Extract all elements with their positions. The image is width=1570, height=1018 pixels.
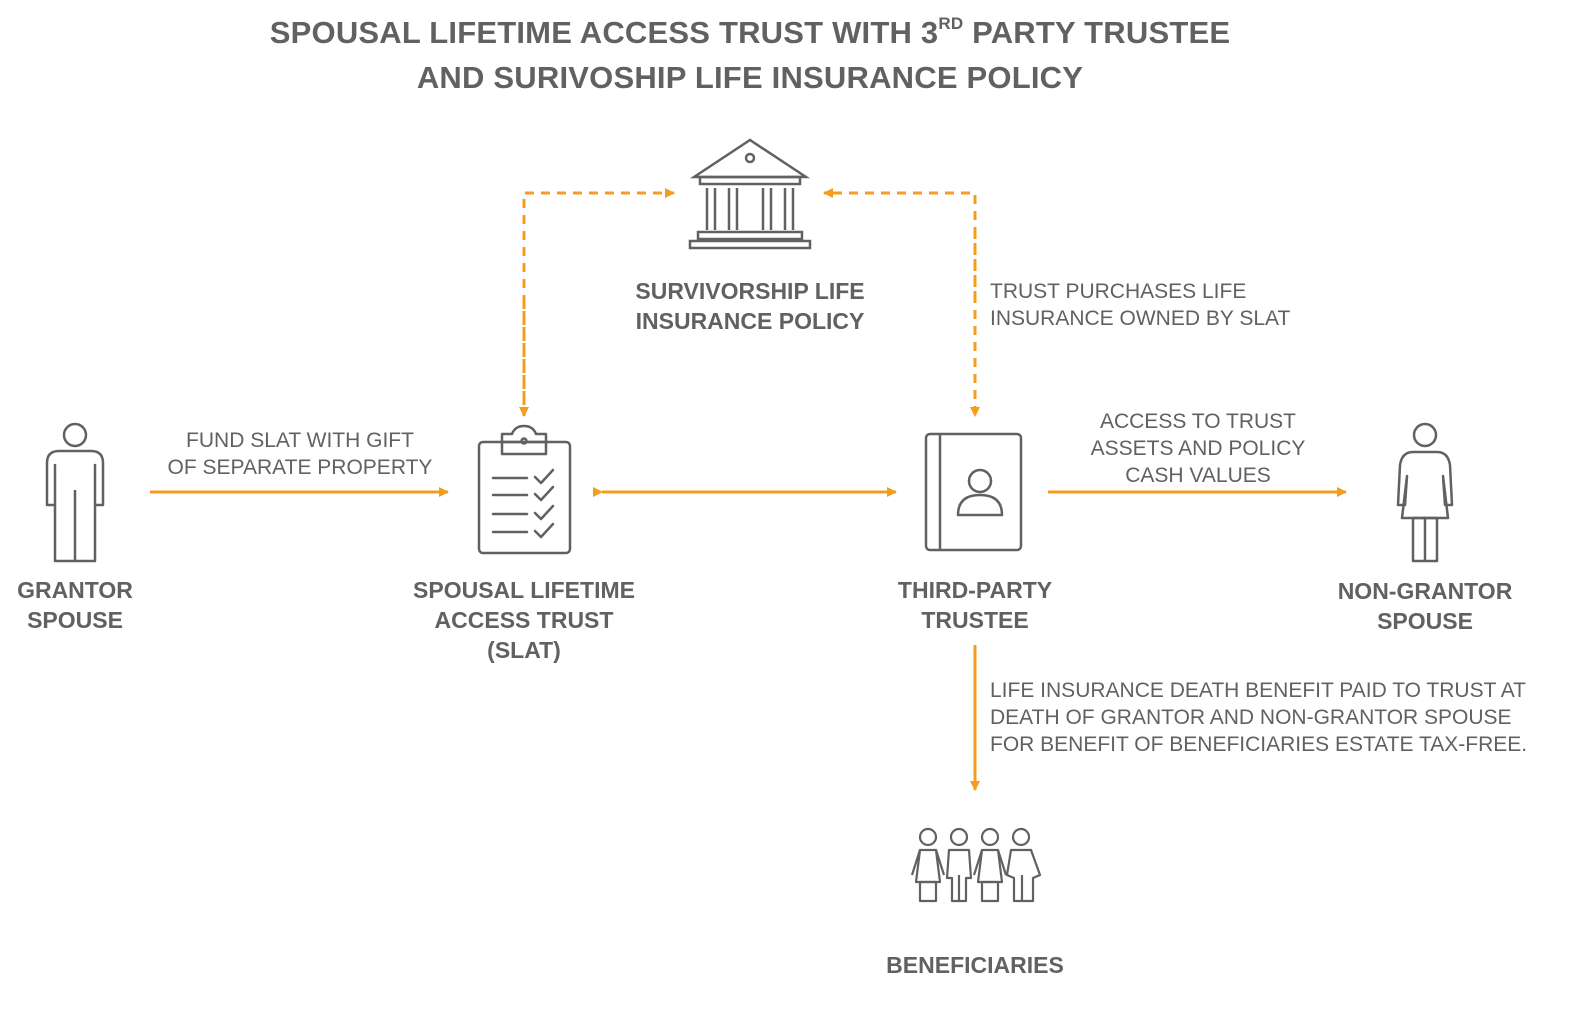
policy-label-line2: INSURANCE POLICY (635, 308, 865, 334)
beneficiaries-label: BENEFICIARIES (886, 952, 1064, 978)
access-note-line3: CASH VALUES (1125, 464, 1271, 487)
purchase-note-line2: INSURANCE OWNED BY SLAT (990, 307, 1291, 330)
man-icon (45, 422, 105, 563)
slat-label-line2: ACCESS TRUST (434, 607, 614, 633)
title-superscript: RD (938, 14, 964, 33)
nongrantor-label-line1: NON-GRANTOR (1337, 578, 1513, 604)
death-benefit-note-line2: DEATH OF GRANTOR AND NON-GRANTOR SPOUSE (990, 706, 1512, 729)
death-benefit-note-line3: FOR BENEFIT OF BENEFICIARIES ESTATE TAX-… (990, 733, 1528, 756)
diagram-title-line2: AND SURIVOSHIP LIFE INSURANCE POLICY (416, 60, 1084, 95)
trustee-label-line1: THIRD-PARTY (897, 577, 1053, 603)
access-note: ACCESS TO TRUST ASSETS AND POLICY CASH V… (1048, 408, 1348, 489)
nongrantor-label: NON-GRANTOR SPOUSE (1295, 576, 1555, 636)
access-note-line1: ACCESS TO TRUST (1099, 410, 1297, 433)
trustee-label: THIRD-PARTY TRUSTEE (825, 575, 1125, 635)
purchase-note-line1: TRUST PURCHASES LIFE (990, 280, 1247, 303)
grantor-label-line1: GRANTOR (17, 577, 133, 603)
fund-note: FUND SLAT WITH GIFT OF SEPARATE PROPERTY (150, 427, 450, 481)
death-benefit-note-line1: LIFE INSURANCE DEATH BENEFIT PAID TO TRU… (990, 679, 1526, 702)
clipboard-checklist-icon (477, 424, 572, 555)
slat-label-line1: SPOUSAL LIFETIME (413, 577, 635, 603)
diagram-title-line1: SPOUSAL LIFETIME ACCESS TRUST WITH 3RD P… (0, 14, 1500, 51)
fund-note-line2: OF SEPARATE PROPERTY (167, 456, 433, 479)
edge-trustee-policy-dashed-arrow (823, 188, 980, 417)
slat-label-line3: (SLAT) (487, 637, 561, 663)
bank-building-icon (688, 138, 812, 250)
edge-policy-slat-dashed-arrow (519, 188, 675, 417)
access-note-line2: ASSETS AND POLICY (1090, 437, 1306, 460)
title-prefix: SPOUSAL LIFETIME ACCESS TRUST WITH 3 (269, 15, 939, 50)
slat-label: SPOUSAL LIFETIME ACCESS TRUST (SLAT) (374, 575, 674, 665)
title-suffix: PARTY TRUSTEE (963, 15, 1231, 50)
policy-label-line1: SURVIVORSHIP LIFE (635, 278, 865, 304)
grantor-label-line2: SPOUSE (27, 607, 123, 633)
fund-note-line1: FUND SLAT WITH GIFT (186, 429, 414, 452)
woman-icon (1396, 422, 1454, 563)
policy-label: SURVIVORSHIP LIFE INSURANCE POLICY (600, 276, 900, 336)
death-benefit-note: LIFE INSURANCE DEATH BENEFIT PAID TO TRU… (990, 677, 1560, 758)
grantor-label: GRANTOR SPOUSE (0, 575, 150, 635)
contact-book-icon (924, 432, 1023, 552)
family-group-icon (910, 827, 1042, 903)
nongrantor-label-line2: SPOUSE (1377, 608, 1473, 634)
trustee-label-line2: TRUSTEE (921, 607, 1029, 633)
purchase-note: TRUST PURCHASES LIFE INSURANCE OWNED BY … (990, 278, 1370, 332)
